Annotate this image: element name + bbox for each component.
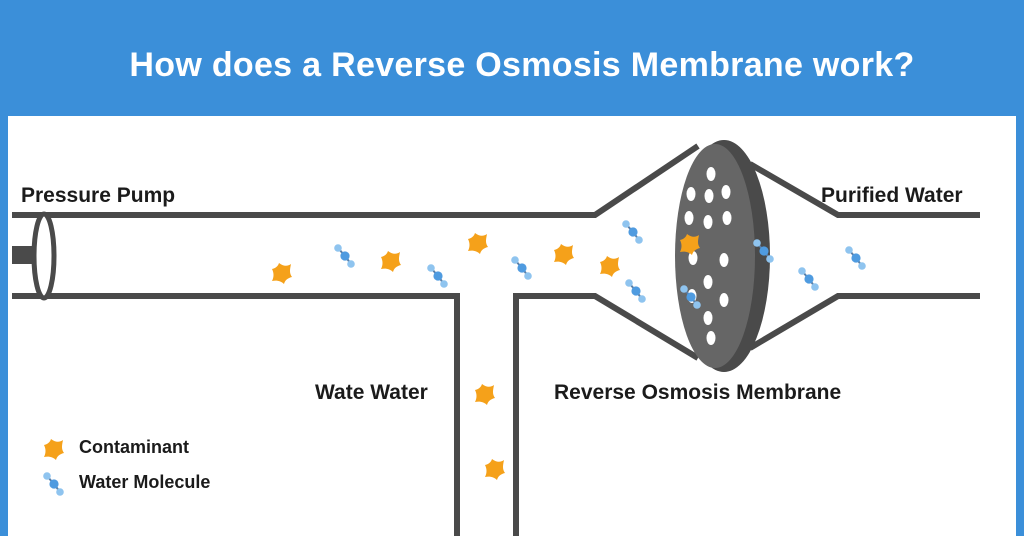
membrane-disc bbox=[675, 140, 770, 372]
waste-water-label: Wate Water bbox=[315, 381, 428, 404]
contaminant-icon bbox=[600, 256, 620, 277]
water-molecule-icon bbox=[844, 245, 867, 271]
header-bar: How does a Reverse Osmosis Membrane work… bbox=[0, 0, 1024, 116]
pressure-pump-label: Pressure Pump bbox=[21, 184, 176, 207]
membrane-label: Reverse Osmosis Membrane bbox=[554, 381, 842, 404]
contaminant-icon bbox=[381, 251, 401, 272]
contaminant-icon bbox=[554, 244, 574, 265]
pump-piston-icon bbox=[12, 211, 57, 301]
water-molecule-icon bbox=[624, 278, 647, 304]
ro-diagram bbox=[12, 140, 980, 536]
legend-contaminant-icon bbox=[44, 439, 64, 460]
contaminant-icon bbox=[485, 459, 505, 480]
water-molecule-icon bbox=[333, 243, 356, 269]
contaminant-icon bbox=[475, 384, 495, 405]
diagram-panel: Pressure Pump Purified Water Wate Water … bbox=[8, 116, 1016, 536]
contaminant-icon bbox=[272, 263, 292, 284]
water-molecule-icon bbox=[797, 266, 820, 292]
main-pipe bbox=[12, 143, 980, 536]
legend-water-molecule-label: Water Molecule bbox=[79, 472, 211, 492]
legend-contaminant-label: Contaminant bbox=[79, 437, 189, 457]
water-molecule-icon bbox=[510, 255, 533, 281]
water-molecule-icon bbox=[621, 219, 644, 245]
legend-water-molecule-icon bbox=[42, 471, 65, 497]
contaminant-icon bbox=[468, 233, 488, 254]
water-molecule-icon bbox=[426, 263, 449, 289]
purified-water-label: Purified Water bbox=[821, 184, 963, 207]
page-title: How does a Reverse Osmosis Membrane work… bbox=[129, 46, 915, 84]
